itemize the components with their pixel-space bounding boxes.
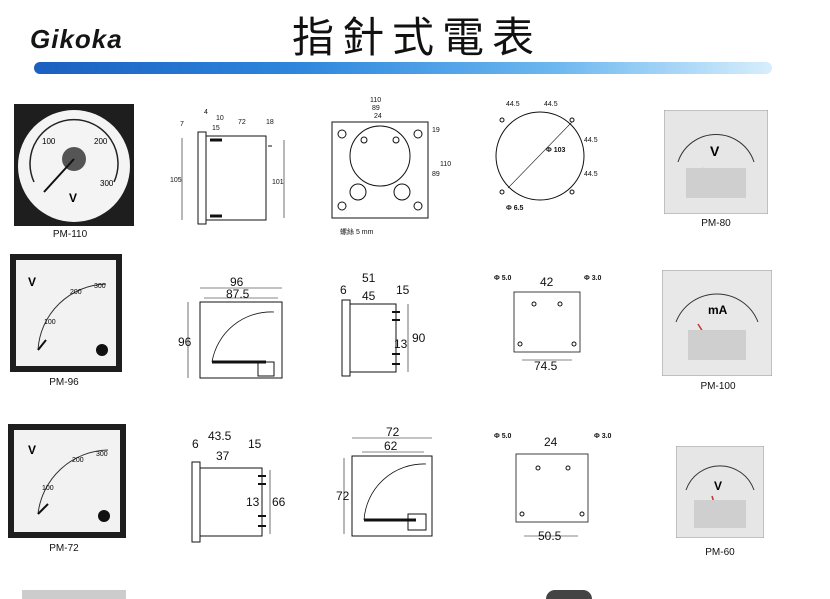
dim-text: 24 bbox=[374, 113, 382, 120]
dim-text: 13 bbox=[394, 337, 408, 351]
dim-text: 6 bbox=[192, 437, 199, 451]
tick-label: 200 bbox=[70, 289, 82, 296]
dim-text: 45 bbox=[362, 289, 376, 303]
dim-text: 24 bbox=[544, 435, 558, 449]
unit-label: V bbox=[714, 479, 722, 493]
dim-text: Φ 3.0 bbox=[594, 433, 612, 440]
model-label-pm60: PM-60 bbox=[705, 547, 735, 558]
side-dimension-drawing-pm72: 6 43.5 15 37 13 66 bbox=[186, 426, 296, 546]
tick-label: 300 bbox=[96, 451, 108, 458]
side-dimension-drawing-pm110: 105 101 7 4 10 15 72 18 bbox=[168, 104, 288, 228]
meter-photo-pm80: V bbox=[663, 109, 769, 215]
dim-text: 44.5 bbox=[584, 137, 598, 144]
dim-text: 44.5 bbox=[544, 101, 558, 108]
dim-text: Φ 5.0 bbox=[494, 275, 512, 282]
front-dimension-drawing-pm72: 72 62 72 bbox=[336, 424, 446, 542]
dim-text: 42 bbox=[540, 275, 554, 289]
dim-text: 7 bbox=[180, 121, 184, 128]
cutout-dimension-drawing-pm110: 44.5 44.5 44.5 44.5 Φ 103 Φ 6.5 bbox=[488, 98, 608, 218]
brand-logo: Gikoka bbox=[30, 24, 123, 54]
dim-text: 15 bbox=[248, 437, 262, 451]
dim-text: 螺絲 5 mm bbox=[340, 227, 374, 236]
tick-label: 300 bbox=[94, 283, 106, 290]
cutoff-diagram bbox=[546, 590, 592, 599]
dim-text: 15 bbox=[212, 125, 220, 132]
dim-text: 72 bbox=[386, 425, 400, 439]
meter-photo-pm96: V 200 300 100 bbox=[10, 254, 122, 372]
dim-text: Φ 103 bbox=[546, 147, 565, 154]
front-dimension-drawing-pm110: 110 89 24 19 110 89 螺絲 5 mm bbox=[320, 94, 460, 238]
tick-label: 200 bbox=[72, 457, 84, 464]
dim-text: 96 bbox=[178, 335, 192, 349]
front-dimension-drawing-pm96: 96 87.5 96 bbox=[178, 272, 308, 382]
page-title: 指針式電表 bbox=[292, 13, 543, 62]
dim-text: 51 bbox=[362, 271, 376, 285]
tick-label: 200 bbox=[94, 137, 108, 146]
meter-photo-pm100: mA bbox=[661, 269, 773, 377]
dim-text: 96 bbox=[230, 275, 244, 289]
dim-text: 44.5 bbox=[506, 101, 520, 108]
dim-text: 15 bbox=[396, 283, 410, 297]
dim-text: 89 bbox=[432, 171, 440, 178]
dim-text: 66 bbox=[272, 495, 286, 509]
cutout-dimension-drawing-pm96: Φ 5.0 Φ 3.0 42 74.5 bbox=[494, 270, 614, 374]
tick-label: 300 bbox=[100, 179, 114, 188]
dim-text: 18 bbox=[266, 119, 274, 126]
dim-text: 44.5 bbox=[584, 171, 598, 178]
dim-text: 72 bbox=[238, 119, 246, 126]
dim-text: 74.5 bbox=[534, 359, 558, 373]
cutout-dimension-drawing-pm72: Φ 5.0 Φ 3.0 24 50.5 bbox=[494, 428, 620, 543]
cutoff-meter-photo bbox=[22, 590, 126, 599]
dim-text: Φ 6.5 bbox=[506, 205, 524, 212]
meter-photo-pm60: V bbox=[675, 445, 765, 539]
dim-text: 110 bbox=[370, 97, 381, 104]
dim-text: 19 bbox=[432, 127, 440, 134]
dim-text: 13 bbox=[246, 495, 260, 509]
side-dimension-drawing-pm96: 51 6 45 15 13 90 bbox=[336, 270, 446, 380]
dim-text: 90 bbox=[412, 331, 426, 345]
dim-text: 105 bbox=[170, 177, 182, 184]
tick-label: 100 bbox=[44, 319, 56, 326]
unit-label: V bbox=[69, 191, 77, 205]
header-gradient-bar bbox=[34, 62, 772, 74]
tick-label: 100 bbox=[42, 137, 56, 146]
dim-text: 101 bbox=[272, 179, 284, 186]
tick-label: 100 bbox=[42, 485, 54, 492]
dim-text: 37 bbox=[216, 449, 230, 463]
dim-text: 4 bbox=[204, 109, 208, 116]
dim-text: 72 bbox=[336, 489, 350, 503]
model-label-pm72: PM-72 bbox=[49, 543, 79, 554]
dim-text: 89 bbox=[372, 105, 380, 112]
dim-text: Φ 5.0 bbox=[494, 433, 512, 440]
model-label-pm80: PM-80 bbox=[701, 218, 731, 229]
unit-label: V bbox=[710, 143, 720, 159]
meter-photo-pm72: V 200 300 100 bbox=[8, 424, 126, 538]
dim-text: Φ 3.0 bbox=[584, 275, 602, 282]
model-label-pm110: PM-110 bbox=[52, 229, 88, 240]
dim-text: 6 bbox=[340, 283, 347, 297]
dim-text: 87.5 bbox=[226, 287, 250, 301]
dim-text: 62 bbox=[384, 439, 398, 453]
meter-photo-pm110: 100 200 300 V bbox=[14, 104, 134, 226]
dim-text: 10 bbox=[216, 115, 224, 122]
dim-text: 110 bbox=[440, 161, 451, 168]
model-label-pm96: PM-96 bbox=[49, 377, 79, 388]
model-label-pm100: PM-100 bbox=[700, 381, 736, 392]
dim-text: 43.5 bbox=[208, 429, 232, 443]
unit-label: V bbox=[28, 443, 36, 457]
dim-text: 50.5 bbox=[538, 529, 562, 542]
unit-label: V bbox=[28, 275, 36, 289]
unit-label: mA bbox=[708, 303, 728, 317]
